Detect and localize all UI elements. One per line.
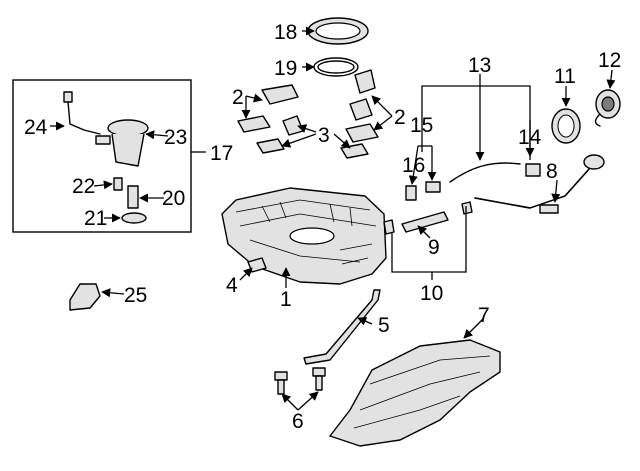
part-6-bolts[interactable] (274, 367, 326, 395)
part-2-insulator-pads[interactable] (237, 69, 379, 143)
callout-22: 22 (72, 175, 95, 198)
part-23-fuel-pump-module[interactable] (95, 119, 149, 167)
callout-15: 15 (410, 114, 433, 137)
pump-assembly-box (12, 79, 192, 233)
part-11-gasket[interactable] (551, 108, 581, 144)
callout-24: 24 (24, 116, 48, 139)
part-8-filler-pipe[interactable] (474, 154, 605, 214)
callout-17: 17 (210, 142, 233, 165)
part-13-vent-tube[interactable] (449, 162, 521, 183)
part-25-bracket[interactable] (69, 283, 101, 311)
callout-18: 18 (274, 21, 297, 44)
callout-10: 10 (420, 282, 443, 305)
part-20-filter[interactable] (127, 185, 139, 209)
part-22-sensor[interactable] (113, 177, 123, 191)
callout-14: 14 (518, 126, 542, 149)
callout-11: 11 (554, 65, 576, 88)
part-7-heat-shield[interactable] (329, 339, 501, 447)
part-19-gasket[interactable] (313, 57, 359, 77)
part-14-connector[interactable] (525, 163, 541, 177)
callout-23: 23 (164, 126, 187, 149)
callout-16: 16 (402, 154, 425, 177)
part-18-lock-ring[interactable] (307, 17, 369, 45)
part-24-wiring-harness[interactable] (63, 91, 101, 135)
callout-9: 9 (428, 236, 440, 259)
callout-21: 21 (84, 207, 107, 230)
part-1-fuel-tank[interactable] (221, 187, 387, 285)
callout-7: 7 (478, 304, 490, 327)
callout-1: 1 (280, 288, 292, 311)
part-3-insulator-pads[interactable] (256, 115, 369, 159)
leader-lines (50, 26, 616, 411)
callout-19: 19 (274, 57, 297, 80)
callout-5: 5 (378, 314, 390, 337)
part-12-fuel-cap[interactable] (594, 89, 621, 127)
callout-4: 4 (226, 274, 238, 297)
callout-13: 13 (468, 54, 491, 77)
callout-2-left: 2 (232, 86, 244, 109)
part-16-fitting[interactable] (405, 181, 441, 201)
callout-8: 8 (546, 160, 558, 183)
part-10-clamp[interactable] (383, 201, 473, 235)
callout-2-right: 2 (394, 106, 406, 129)
callout-6: 6 (292, 410, 304, 433)
part-9-hose[interactable] (401, 211, 449, 233)
callout-20: 20 (162, 187, 185, 210)
callout-12: 12 (598, 49, 621, 72)
part-5-strap[interactable] (303, 289, 381, 365)
part-21-seal[interactable] (121, 212, 147, 224)
callout-25: 25 (124, 284, 147, 307)
callout-3: 3 (318, 124, 330, 147)
